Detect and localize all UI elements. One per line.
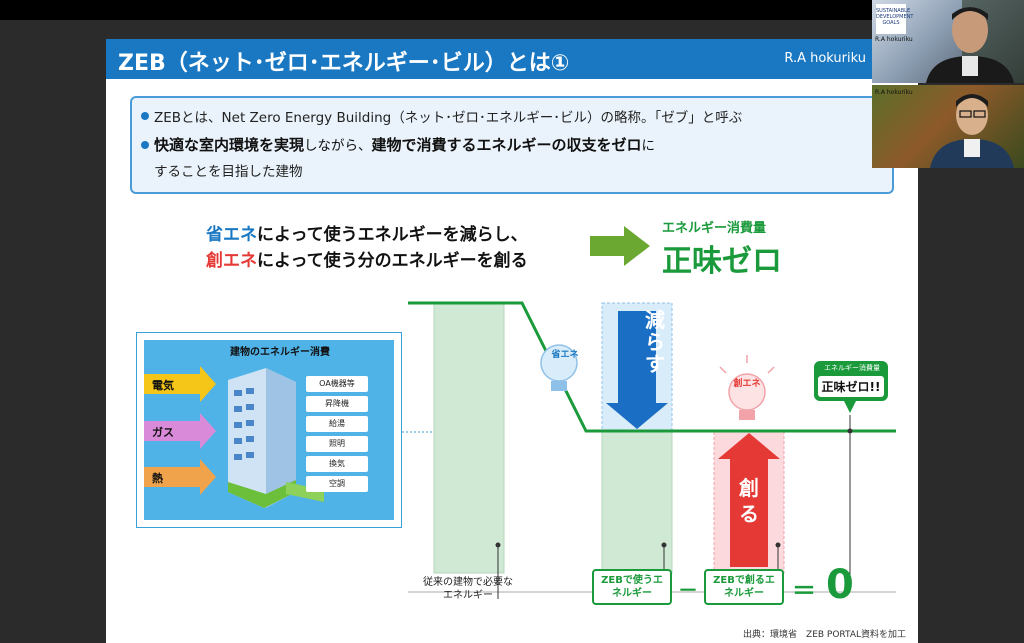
building-energy-panel — [136, 332, 402, 528]
use-item: 照明 — [329, 439, 345, 448]
presentation-slide: ZEB（ネット･ゼロ･エネルギー･ビル）とは① R.A hokuriku ZEB… — [106, 39, 918, 643]
use-item: 空調 — [329, 479, 345, 488]
webcam-tile-2[interactable]: R.A hokuriku — [872, 85, 1024, 168]
conventional-building-label: 従来の建物で必要なエネルギー — [423, 577, 513, 601]
slide-title: ZEB（ネット･ゼロ･エネルギー･ビル）とは① — [118, 51, 570, 76]
use-item: 昇降機 — [325, 399, 349, 408]
building-panel-title: 建物のエネルギー消費 — [230, 347, 330, 358]
bubble-label-big: 正味ゼロ!! — [821, 380, 881, 394]
energy-balance-diagram — [402, 301, 896, 599]
reduce-label: 減らす — [645, 308, 665, 376]
slide-title-bar: ZEB（ネット･ゼロ･エネルギー･ビル）とは① R.A hokuriku — [106, 39, 918, 79]
webcam-label-2: R.A hokuriku — [875, 89, 913, 96]
use-item: 換気 — [329, 459, 345, 468]
slide-brand: R.A hokuriku — [784, 51, 866, 66]
source-credit: 出典：環境省 ZEB PORTAL資料を加工 — [743, 630, 906, 640]
equals-sign: ＝ — [792, 577, 816, 605]
webcam-tile-1[interactable]: SUSTAINABLE DEVELOPMENT GOALS R.A hokuri… — [872, 0, 1024, 83]
use-item: 給湯 — [329, 419, 345, 428]
sdgs-logo: SUSTAINABLE DEVELOPMENT GOALS — [876, 4, 913, 34]
create-label: 創る — [739, 476, 759, 526]
zeb-create-box: ZEBで創るエネルギー — [704, 569, 784, 605]
right-arrow-icon — [590, 226, 650, 266]
result-label-small: エネルギー消費量 — [662, 221, 767, 236]
zeb-use-box: ZEBで使うエネルギー — [592, 569, 672, 605]
definition-line-1: ZEBとは、Net Zero Energy Building（ネット･ゼロ･エネ… — [154, 110, 743, 126]
webcam-label-1: R.A hokuriku — [875, 36, 913, 43]
bubble-label-small: エネルギー消費量 — [824, 364, 880, 372]
minus-sign: － — [678, 578, 698, 602]
participant-video-2 — [930, 94, 1014, 168]
input-gas: ガス — [152, 426, 174, 439]
participant-video-1 — [926, 0, 1024, 83]
definition-box: ZEBとは、Net Zero Energy Building（ネット･ゼロ･エネ… — [130, 96, 894, 194]
zero-result: 0 — [826, 562, 854, 608]
use-item: OA機器等 — [319, 379, 355, 388]
bulb-save-label: 省エネ — [551, 350, 579, 360]
bullet-dot-icon — [141, 141, 149, 149]
definition-line-3: することを目指した建物 — [154, 164, 303, 180]
top-black-bar — [0, 0, 1024, 20]
bulb-create-label: 創エネ — [733, 379, 761, 389]
input-heat: 熱 — [152, 472, 163, 485]
definition-line-2: 快適な室内環境を実現しながら、建物で消費するエネルギーの収支をゼロに — [154, 136, 656, 154]
bullet-dot-icon — [141, 112, 149, 120]
input-electricity: 電気 — [152, 379, 174, 392]
message-create: 創エネによって使う分のエネルギーを創る — [206, 251, 528, 271]
message-save: 省エネによって使うエネルギーを減らし、 — [206, 225, 528, 245]
result-label-big: 正味ゼロ — [662, 244, 782, 279]
